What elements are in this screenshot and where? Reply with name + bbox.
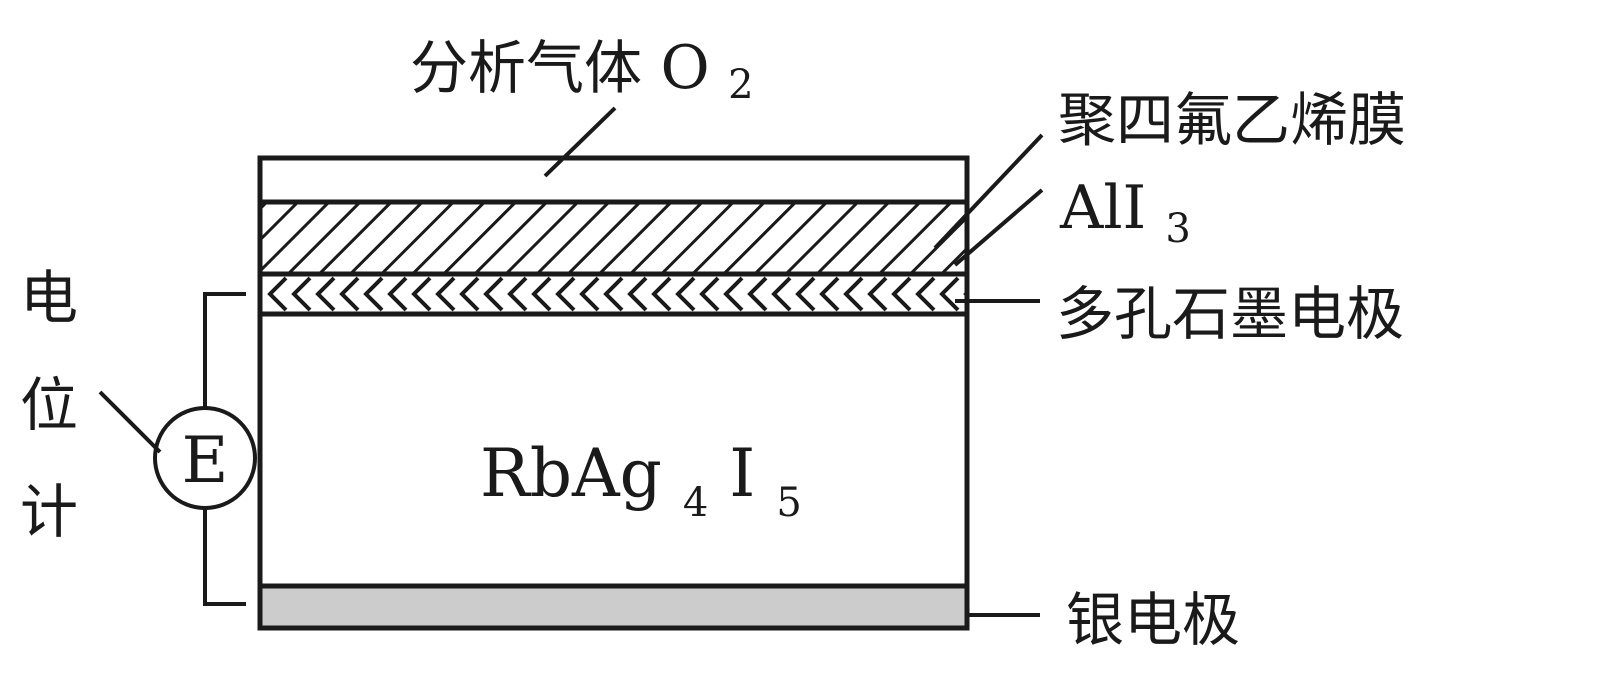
ali3-label: AlI 3 <box>1059 173 1191 252</box>
analysis-gas-label: 分析气体 O 2 <box>410 33 754 108</box>
graphite-chevron <box>459 276 480 312</box>
graphite-chevron <box>699 276 720 312</box>
ali3-text: AlI <box>1059 173 1146 243</box>
graphite-chevron <box>579 276 600 312</box>
silver-electrode-layer <box>257 583 970 631</box>
electrolyte-subscript-1: 4 <box>683 480 708 526</box>
leader-ptfe <box>933 133 1044 250</box>
graphite-chevron <box>507 276 528 312</box>
graphite-chevron <box>819 276 840 312</box>
graphite-chevron <box>795 276 816 312</box>
graphite-chevron <box>843 276 864 312</box>
electrolyte-part-1: RbAg <box>480 435 662 512</box>
graphite-chevron <box>267 276 288 312</box>
porous-graphite-electrode-layer <box>267 276 965 312</box>
wire-bottom <box>203 508 246 606</box>
leader-analysis-gas <box>543 106 617 178</box>
potentiometer-label-char-2: 位 <box>20 371 78 439</box>
graphite-chevron <box>651 276 672 312</box>
graphite-chevron <box>915 276 936 312</box>
graphite-chevron <box>291 276 312 312</box>
potentiometer-label-char-3: 计 <box>20 478 78 546</box>
porous-graphite-layer-border <box>257 271 970 317</box>
electrolyte-label: RbAg 4 I 5 <box>480 435 802 532</box>
graphite-chevron <box>891 276 912 312</box>
graphite-chevron <box>771 276 792 312</box>
leader-ali3 <box>953 188 1044 267</box>
meter-symbol: E <box>182 424 229 498</box>
graphite-chevron <box>531 276 552 312</box>
graphite-chevron <box>435 276 456 312</box>
graphite-chevron <box>675 276 696 312</box>
graphite-chevron <box>339 276 360 312</box>
graphite-chevron <box>483 276 504 312</box>
graphite-chevron <box>411 276 432 312</box>
graphite-chevron <box>747 276 768 312</box>
graphite-chevron <box>315 276 336 312</box>
ali3-subscript: 3 <box>1165 206 1190 252</box>
graphite-chevron <box>723 276 744 312</box>
potentiometer-label-char-1: 电 <box>20 264 78 332</box>
ptfe-membrane-label: 聚四氟乙烯膜 <box>1058 86 1406 154</box>
graphite-chevron <box>627 276 648 312</box>
leader-potentiometer <box>98 390 162 454</box>
potentiometer-meter <box>153 406 257 510</box>
analysis-gas-formula-subscript: 2 <box>728 62 753 108</box>
graphite-chevron <box>387 276 408 312</box>
analysis-gas-text: 分析气体 <box>410 34 642 102</box>
graphite-chevron <box>555 276 576 312</box>
graphite-chevron <box>867 276 888 312</box>
graphite-chevron <box>363 276 384 312</box>
electrolyte-subscript-2: 5 <box>776 480 801 526</box>
electrolyte-part-2: I <box>729 435 755 512</box>
wire-top <box>203 292 246 408</box>
analysis-gas-formula: O <box>660 33 709 103</box>
graphite-chevron <box>603 276 624 312</box>
ptfe-membrane-layer <box>257 199 970 277</box>
porous-graphite-electrode-label: 多孔石墨电极 <box>1056 280 1404 348</box>
graphite-chevron <box>939 276 960 312</box>
silver-electrode-label: 银电极 <box>1066 586 1240 654</box>
